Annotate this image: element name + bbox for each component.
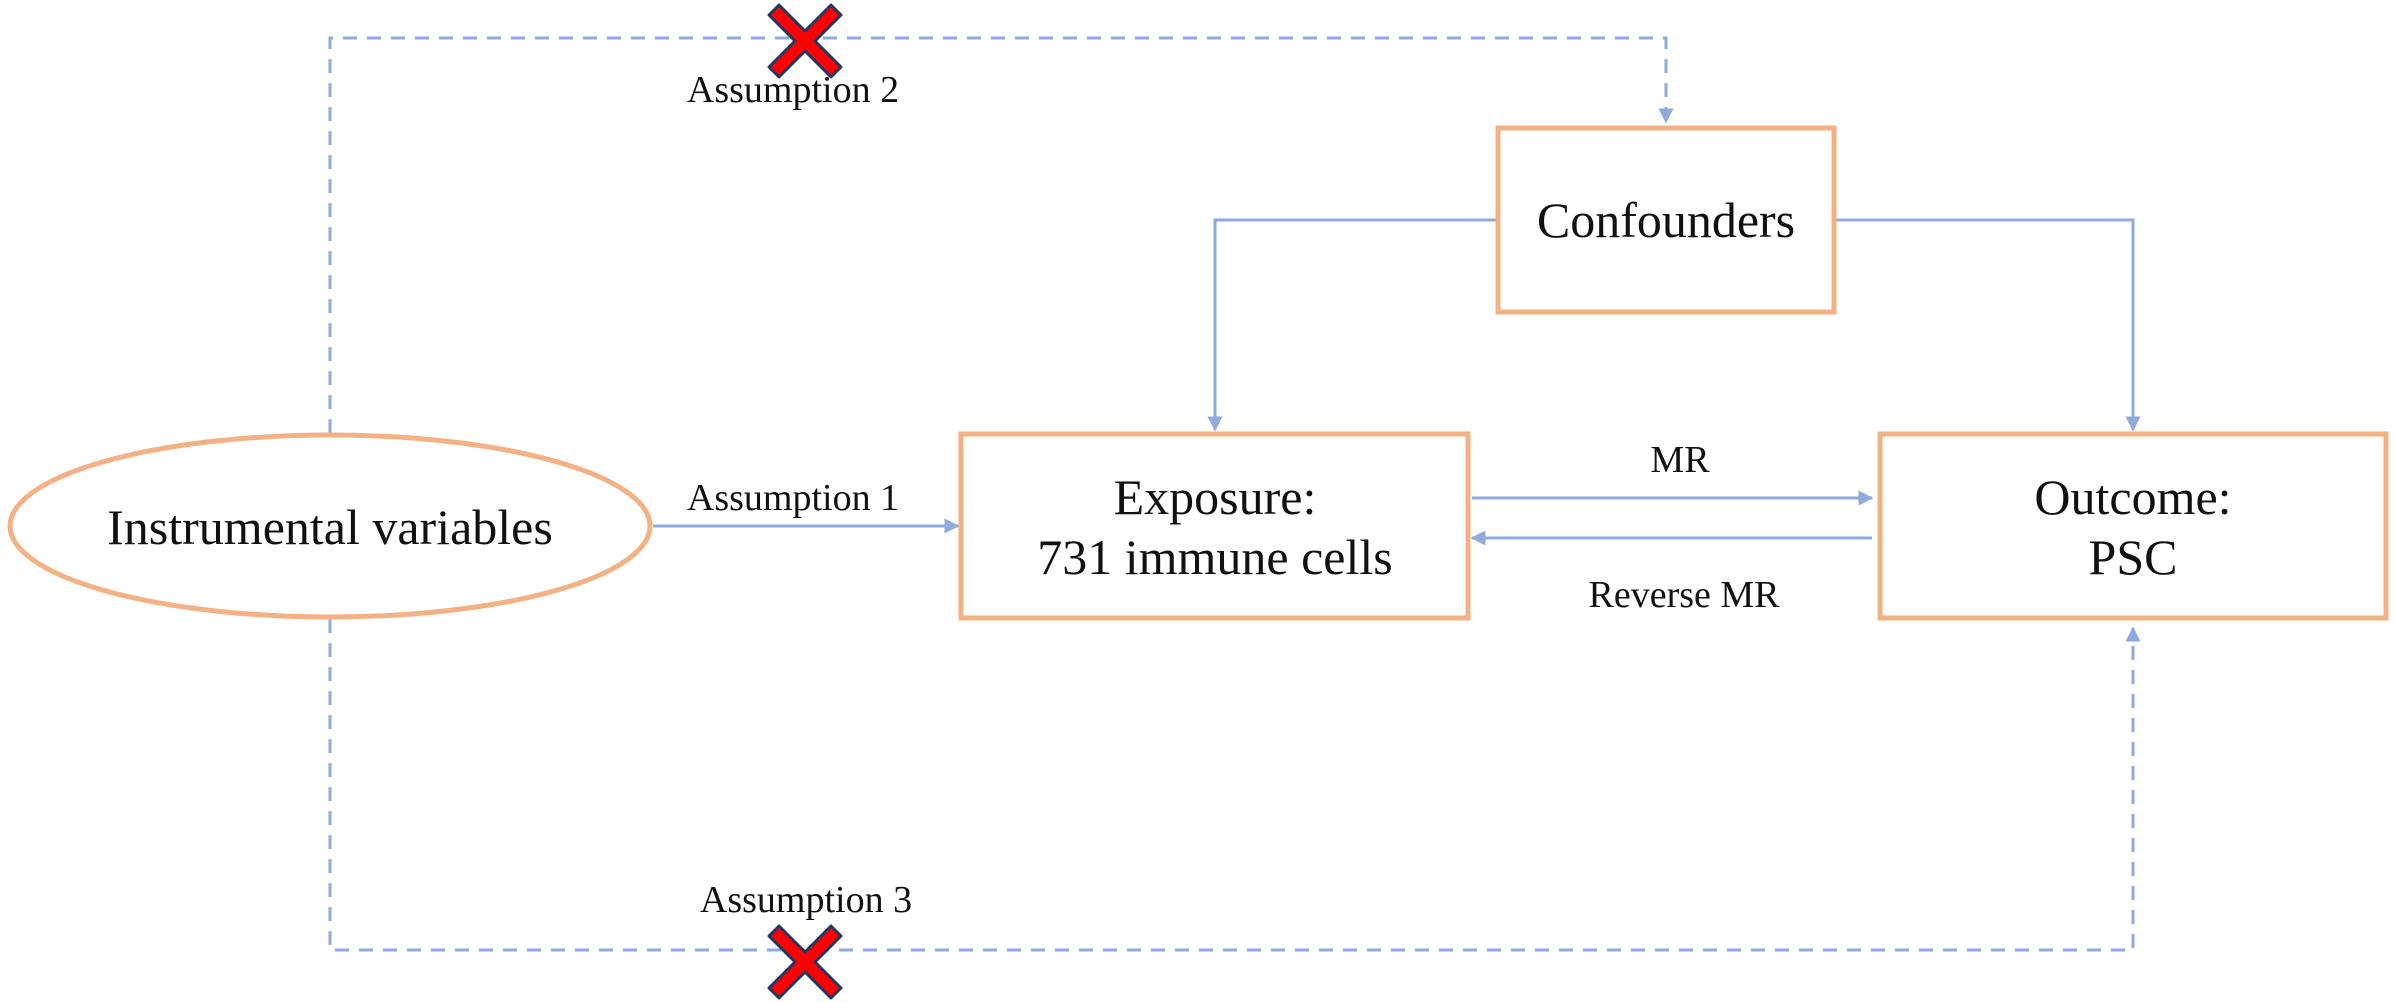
exposure-label-line1: Exposure: [1114, 469, 1317, 525]
assumption-3-cross-icon [767, 924, 843, 1000]
assumption-2-path [328, 36, 1674, 433]
exposure-node [958, 431, 1471, 621]
assumption-3-label: Assumption 3 [700, 879, 912, 921]
reverse-mr-label: Reverse MR [1588, 574, 1780, 616]
confounders-to-exposure-arrow [1207, 218, 1498, 432]
assumption-2-cross-icon [767, 3, 843, 79]
outcome-label-line2: PSC [2089, 529, 2178, 585]
confounders-label: Confounders [1537, 192, 1795, 248]
instrumental-variables-node [7, 432, 653, 620]
assumption-2-label: Assumption 2 [687, 69, 899, 111]
outcome-node [1877, 431, 2389, 621]
confounders-node [1495, 125, 1837, 315]
exposure-label-line2: 731 immune cells [1037, 529, 1393, 585]
outcome-label-line1: Outcome: [2034, 469, 2231, 525]
mr-label: MR [1650, 439, 1710, 481]
assumption-1-label: Assumption 1 [687, 477, 899, 519]
assumption-3-path [328, 619, 2141, 952]
confounders-to-outcome-arrow [1834, 218, 2141, 432]
instrumental-variables-label: Instrumental variables [107, 499, 553, 555]
